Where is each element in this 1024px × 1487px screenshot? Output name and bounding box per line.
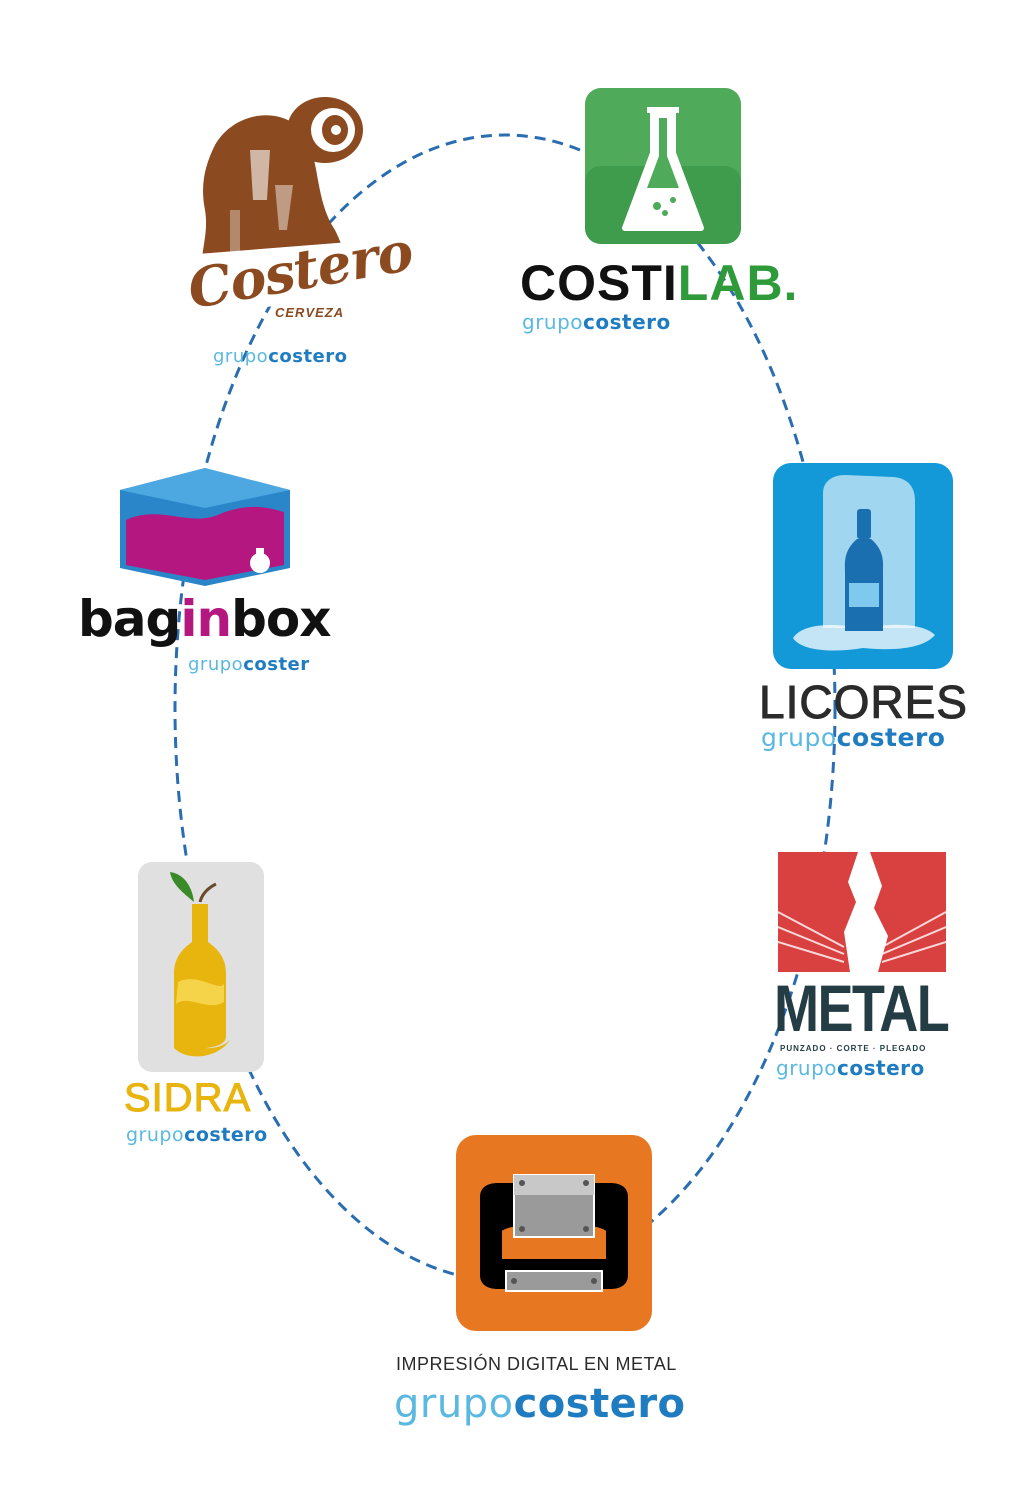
cerveza-grupo: grupocostero (213, 346, 348, 367)
cerveza-sub: CERVEZA (275, 305, 345, 320)
metal-grupo: grupocostero (776, 1056, 925, 1080)
metal-name: METAL (774, 971, 950, 1045)
metal-logo: METAL PUNZADO · CORTE · PLEGADO grupocos… (772, 852, 952, 1084)
metal-press-icon (778, 852, 946, 972)
costilab-name: COSTILAB. (520, 255, 799, 311)
cerveza-logo: Costero CERVEZA grupocostero (175, 90, 417, 380)
baginbox-name: baginbox (78, 590, 331, 648)
sidra-logo: SIDRA grupocostero (122, 862, 282, 1152)
printer-icon (456, 1135, 652, 1331)
baginbox-logo: baginbox grupocoster (78, 468, 338, 683)
flask-icon (585, 88, 741, 244)
costilab-logo: COSTILAB. grupocostero (518, 88, 818, 338)
sidra-name: SIDRA (123, 1076, 252, 1121)
beer-keg-figure-icon (185, 97, 380, 315)
box-icon (120, 468, 290, 586)
impresion-grupo: grupocostero (394, 1381, 686, 1427)
licores-logo: LICORES grupocostero (755, 463, 975, 753)
impresion-logo: IMPRESIÓN DIGITAL EN METAL grupocostero (390, 1135, 720, 1435)
licores-grupo: grupocostero (761, 723, 946, 752)
bottle-in-ice-icon (773, 463, 953, 669)
licores-name: LICORES (759, 676, 968, 729)
costilab-grupo: grupocostero (522, 310, 671, 334)
impresion-caption: IMPRESIÓN DIGITAL EN METAL (396, 1354, 677, 1374)
cider-bottle-icon (138, 862, 264, 1072)
baginbox-grupo: grupocoster (188, 654, 310, 675)
metal-sub: PUNZADO · CORTE · PLEGADO (780, 1044, 927, 1053)
sidra-grupo: grupocostero (126, 1124, 268, 1146)
